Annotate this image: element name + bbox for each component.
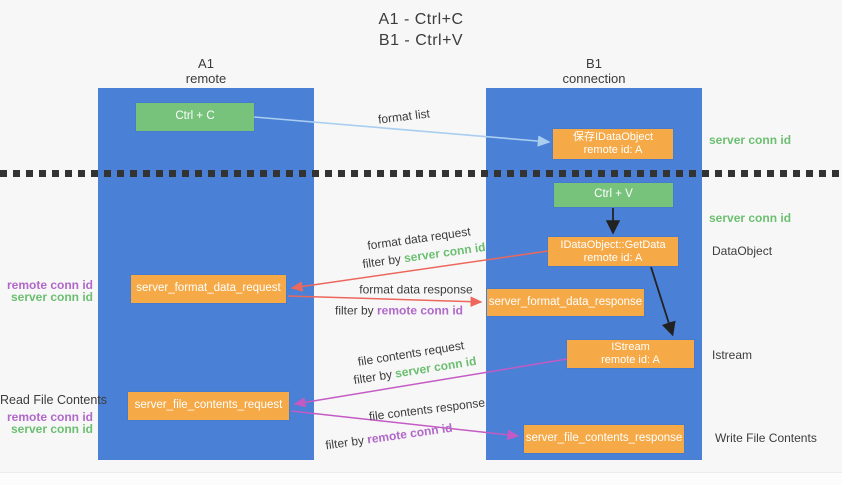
filter-by-text: filter by <box>352 366 397 388</box>
server-file-contents-request-label: server_file_contents_request <box>134 399 283 412</box>
server-conn-id-side-label-left-top: server conn id <box>10 290 93 304</box>
diagram-title-line1: A1 - Ctrl+C <box>378 11 464 28</box>
server-file-contents-request-box: server_file_contents_request <box>128 392 289 420</box>
dataobject-side-label: DataObject <box>712 244 773 258</box>
file-contents-response-label: file contents response <box>368 395 486 424</box>
server-file-contents-response-box: server_file_contents_response <box>524 425 684 453</box>
lifeline-header-b1: B1 connection <box>486 56 702 86</box>
server-conn-id-side-label-left-bottom: server conn id <box>10 422 93 436</box>
ctrl-v-box: Ctrl + V <box>554 183 673 207</box>
ctrl-c-box: Ctrl + C <box>136 103 254 131</box>
format-list-label: format list <box>377 106 431 127</box>
ctrl-c-label: Ctrl + C <box>175 110 215 123</box>
server-format-data-response-label: server_format_data_response <box>488 295 643 308</box>
server-conn-id-side-label-mid: server conn id <box>709 211 792 225</box>
remote-conn-id-text: remote conn id <box>366 420 454 447</box>
filter-by-text: filter by <box>324 432 369 453</box>
istream-line2: remote id: A <box>601 354 660 366</box>
diagram-title-line2: B1 - Ctrl+V <box>378 32 464 49</box>
save-dataobject-line1: 保存IDataObject <box>572 131 654 143</box>
lifeline-b1-name: B1 <box>586 56 602 71</box>
bottom-edge-band <box>0 472 842 485</box>
server-conn-id-side-label-top: server conn id <box>709 133 792 147</box>
istream-box: IStream remote id: A <box>567 340 694 368</box>
filter-by-remote-conn-id-label-1: filter by remote conn id <box>334 303 464 318</box>
format-data-response-arrow <box>287 295 483 307</box>
istream-line1: IStream <box>611 341 650 353</box>
write-file-contents-label: Write File Contents <box>715 431 817 445</box>
format-data-response-label: format data response <box>359 282 473 297</box>
remote-conn-id-side-label-bottom: remote conn id <box>6 410 93 424</box>
getdata-box: IDataObject::GetData remote id: A <box>548 237 678 266</box>
istream-side-label: Istream <box>712 348 753 362</box>
save-dataobject-line2: remote id: A <box>583 144 643 156</box>
server-format-data-request-label: server_format_data_request <box>136 282 281 295</box>
server-format-data-response-box: server_format_data_response <box>487 289 644 316</box>
filter-by-remote-conn-id-label-2: filter by remote conn id <box>324 420 454 453</box>
server-format-data-request-box: server_format_data_request <box>131 275 286 303</box>
filter-by-text: filter by <box>334 303 377 318</box>
remote-conn-id-side-label-top: remote conn id <box>6 278 93 292</box>
ctrl-v-label: Ctrl + V <box>594 188 633 201</box>
diagram-title: A1 - Ctrl+C B1 - Ctrl+V <box>0 9 842 51</box>
getdata-line1: IDataObject::GetData <box>560 238 666 251</box>
lifeline-a1-role: remote <box>185 71 227 86</box>
lifeline-a1-name: A1 <box>198 56 214 71</box>
filter-by-text: filter by <box>361 251 406 272</box>
remote-conn-id-text: remote conn id <box>377 303 464 318</box>
save-dataobject-box: 保存IDataObject remote id: A <box>553 129 673 159</box>
server-file-contents-response-label: server_file_contents_response <box>525 432 683 445</box>
getdata-line2: remote id: A <box>583 251 643 264</box>
lifeline-header-a1: A1 remote <box>98 56 314 86</box>
lifeline-b1-role: connection <box>562 71 626 86</box>
read-file-contents-label: Read File Contents <box>0 393 108 407</box>
